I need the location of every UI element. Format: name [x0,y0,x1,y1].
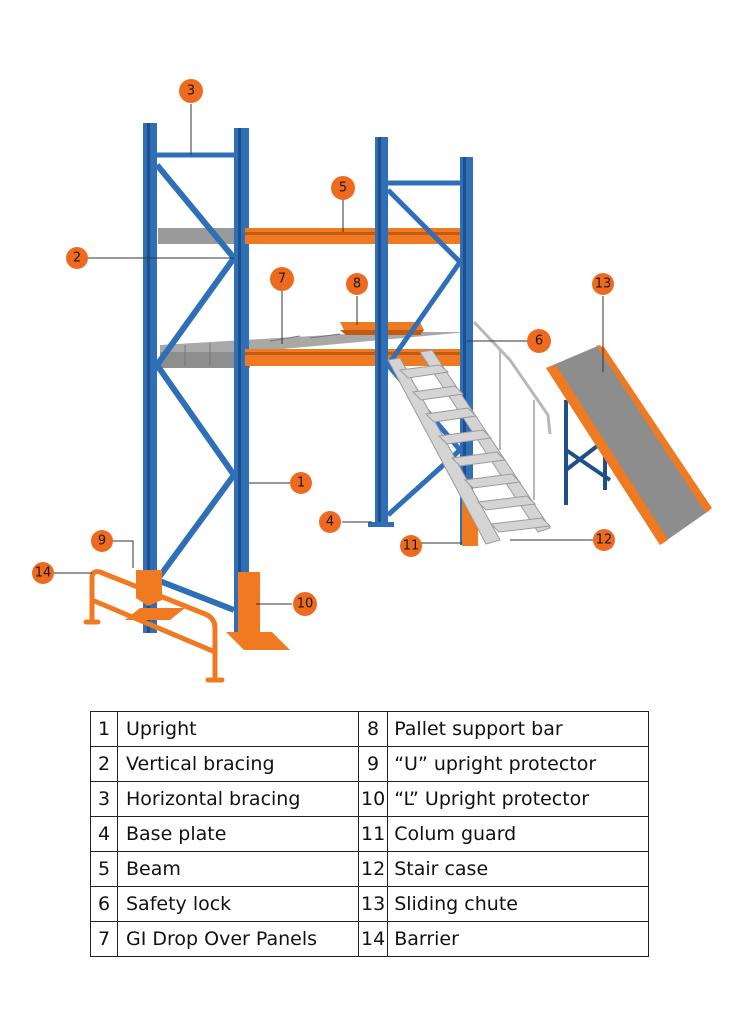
legend-label: Upright [117,711,359,747]
legend-row: 4 Base plate 11 Colum guard [90,816,650,852]
legend-label: “L” Upright protector [387,781,650,817]
legend-label: Horizontal bracing [117,781,359,817]
legend-number: 4 [90,816,118,852]
legend-label: Pallet support bar [387,711,650,747]
svg-text:14: 14 [35,566,52,581]
upright-right-front [375,137,388,525]
callout-10: 10 [293,592,317,616]
callout-11: 11 [400,535,422,557]
legend-label: Stair case [387,851,650,887]
legend-label: Vertical bracing [117,746,359,782]
legend-label: Beam [117,851,359,887]
svg-text:13: 13 [595,277,612,292]
svg-text:10: 10 [297,597,314,612]
callout-3: 3 [179,79,203,103]
legend-label: Sliding chute [387,886,650,922]
callout-7: 7 [270,267,294,291]
legend-number: 6 [90,886,118,922]
upper-deck-panel [158,228,250,244]
upright-left-back [234,128,249,640]
leader-lines [54,104,604,605]
callout-4: 4 [319,511,341,533]
svg-text:4: 4 [326,515,334,530]
legend-number: 12 [357,851,389,887]
svg-text:1: 1 [297,476,305,491]
callout-2: 2 [66,247,88,269]
legend-label: Barrier [387,921,650,957]
legend-label: Safety lock [117,886,359,922]
legend-number: 7 [90,921,118,957]
legend-label: Base plate [117,816,359,852]
legend-row: 2 Vertical bracing 9 “U” upright protect… [90,746,650,782]
legend-label: “U” upright protector [387,746,650,782]
callout-9: 9 [91,530,113,552]
u-upright-protector [136,570,162,606]
legend-table: 1 Upright 8 Pallet support bar 2 Vertica… [90,711,650,957]
legend-label: Colum guard [387,816,650,852]
legend-label: GI Drop Over Panels [117,921,359,957]
legend-number: 1 [90,711,118,747]
svg-text:3: 3 [187,84,195,99]
left-bay [125,123,470,650]
legend-row: 1 Upright 8 Pallet support bar [90,711,650,747]
legend-row: 7 GI Drop Over Panels 14 Barrier [90,921,650,957]
legend-row: 3 Horizontal bracing 10 “L” Upright prot… [90,781,650,817]
legend-number: 10 [357,781,389,817]
base-plate [368,522,394,527]
staircase [387,320,552,545]
callout-8: 8 [346,273,368,295]
svg-text:11: 11 [403,539,420,554]
svg-text:6: 6 [535,334,543,349]
legend-number: 3 [90,781,118,817]
callout-12: 12 [593,529,615,551]
legend-number: 11 [357,816,389,852]
legend-number: 14 [357,921,389,957]
svg-text:7: 7 [278,272,286,287]
legend-number: 5 [90,851,118,887]
vertical-bracing [154,163,237,613]
legend-body: 1 Upright 8 Pallet support bar 2 Vertica… [90,711,650,957]
legend-number: 9 [357,746,389,782]
svg-text:12: 12 [596,533,613,548]
legend-number: 8 [357,711,389,747]
svg-text:5: 5 [339,181,347,196]
legend-row: 5 Beam 12 Stair case [90,851,650,887]
callout-5: 5 [331,176,355,200]
l-upright-protector [238,572,260,642]
callouts: 1 2 3 4 5 6 7 8 9 10 11 12 13 14 [32,79,615,616]
legend-row: 6 Safety lock 13 Sliding chute [90,886,650,922]
barrier [83,569,225,683]
callout-14: 14 [32,562,54,584]
svg-text:8: 8 [353,277,361,292]
sliding-chute [546,345,712,545]
callout-13: 13 [592,273,614,295]
callout-6: 6 [527,329,551,353]
legend-number: 13 [357,886,389,922]
callout-1: 1 [290,472,312,494]
legend-number: 2 [90,746,118,782]
svg-text:9: 9 [98,534,106,549]
svg-text:2: 2 [73,251,81,266]
